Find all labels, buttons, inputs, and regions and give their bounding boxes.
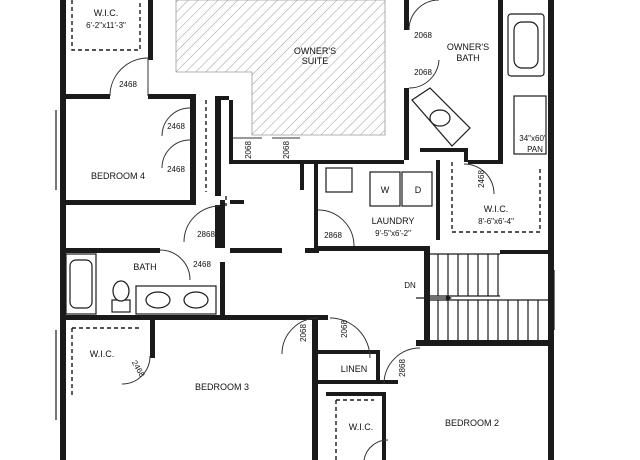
stairs-label: DN <box>404 281 416 290</box>
stairs <box>416 253 548 340</box>
washer-label: W <box>381 185 390 195</box>
owners-suite-label-2: SUITE <box>302 56 329 66</box>
owners-bath-label-1: OWNER'S <box>447 42 489 52</box>
door-label-12: 2068 <box>299 324 308 342</box>
wic-top-left-name: W.I.C. <box>94 8 119 18</box>
bedroom3-label: BEDROOM 3 <box>195 382 249 392</box>
bedroom4-label: BEDROOM 4 <box>91 171 145 181</box>
laundry-label: LAUNDRY <box>372 216 415 226</box>
door-label-5: 2068 <box>282 141 291 159</box>
door-label-9: 2868 <box>197 230 215 239</box>
door-label-14: 2468 <box>130 359 147 379</box>
owners-suite-hatch <box>175 0 386 136</box>
fixtures <box>65 13 547 315</box>
wic-bottom-name: W.I.C. <box>349 422 374 432</box>
door-label-15: 2868 <box>398 359 407 377</box>
door-label-3: 2468 <box>167 165 185 174</box>
dryer-label: D <box>415 185 422 195</box>
door-label-8: 2468 <box>477 170 486 188</box>
door-swings <box>109 0 495 460</box>
bedroom2-label: BEDROOM 2 <box>445 418 499 428</box>
door-label-6: 2068 <box>414 31 432 40</box>
pan-label-1: 34"x60" <box>519 134 547 143</box>
door-label-2: 2468 <box>167 122 185 131</box>
bath-label: BATH <box>133 262 156 272</box>
wic-mid-left-name: W.I.C. <box>90 349 115 359</box>
linen-label: LINEN <box>341 364 368 374</box>
door-label-1: 2468 <box>119 80 137 89</box>
owners-bath-label-2: BATH <box>456 53 479 63</box>
door-label-10: 2868 <box>324 231 342 240</box>
owners-suite-label-1: OWNER'S <box>294 46 336 56</box>
pan-label-2: PAN <box>527 145 543 154</box>
window-lines <box>55 110 555 420</box>
door-label-4: 2068 <box>244 141 253 159</box>
closet-shelves <box>71 0 541 460</box>
wic-right-dims: 8'-6"x6'-4" <box>478 217 514 226</box>
door-label-7: 2068 <box>414 68 432 77</box>
door-label-11: 2468 <box>193 260 211 269</box>
door-label-13: 2068 <box>340 320 349 338</box>
room-labels: W.I.C. 6'-2"x11'-3" OWNER'S SUITE OWNER'… <box>86 8 547 432</box>
laundry-dims: 9'-5"x6'-2" <box>375 229 411 238</box>
walls <box>60 0 554 460</box>
wic-right-name: W.I.C. <box>484 204 509 214</box>
wic-top-left-dims: 6'-2"x11'-3" <box>86 21 126 30</box>
